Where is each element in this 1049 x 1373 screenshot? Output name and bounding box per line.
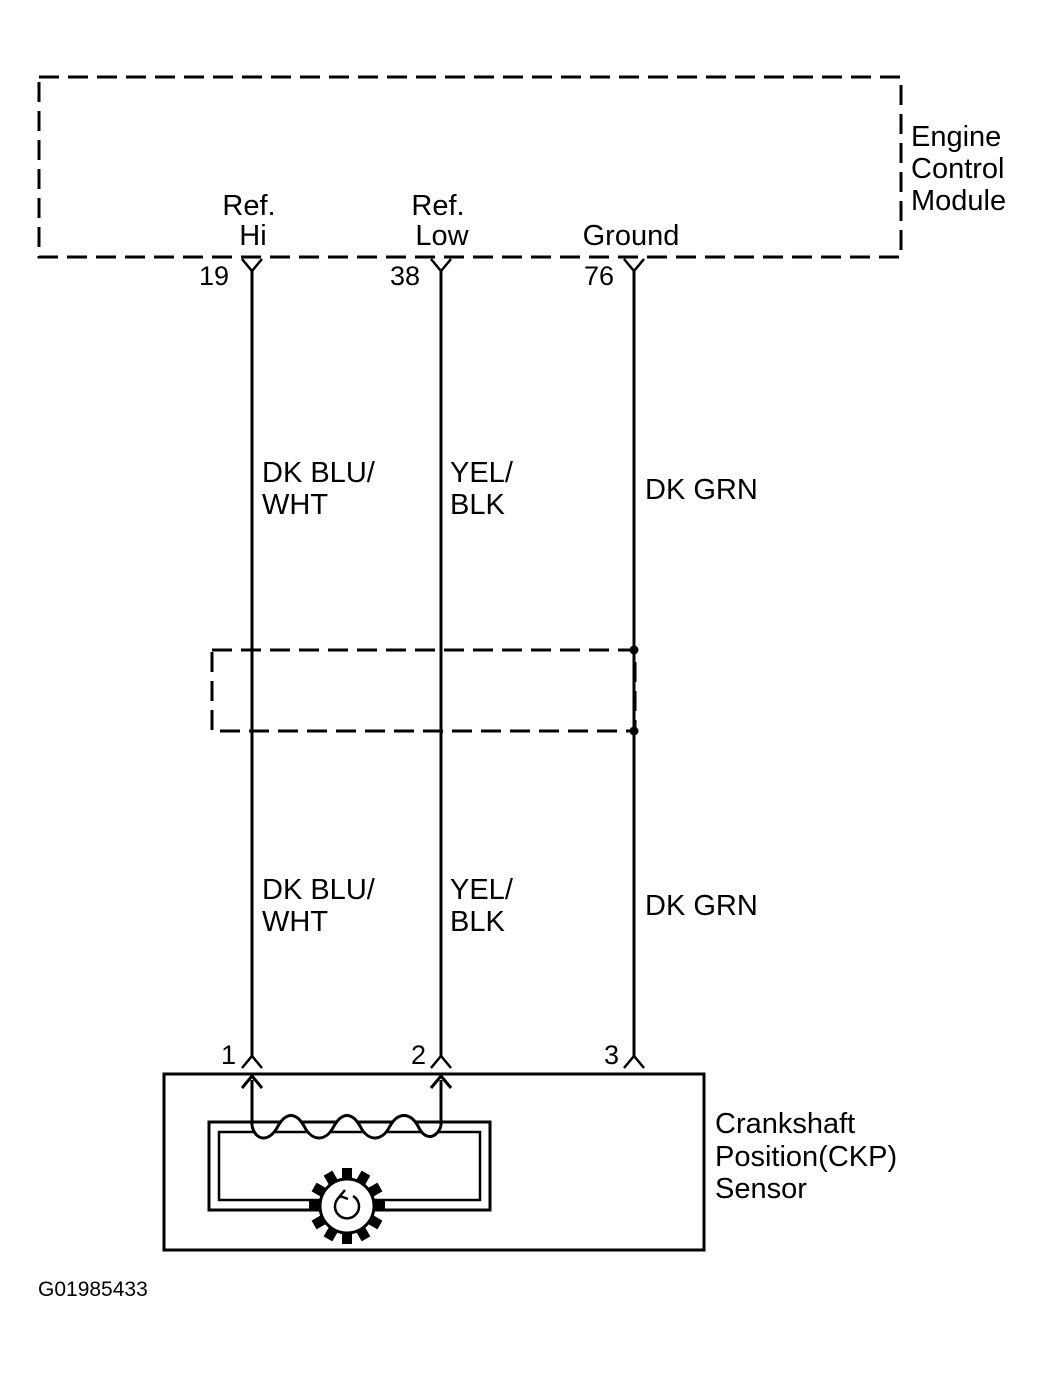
wire-lower-ground-color: DK GRN	[645, 890, 758, 922]
wire-upper-ground-color: DK GRN	[645, 474, 758, 506]
ecm-pin-76-label: Ground	[583, 220, 680, 252]
sensor-pin-1-number: 1	[221, 1040, 236, 1070]
sensor-name: Crankshaft Position(CKP) Sensor	[715, 1108, 905, 1205]
coil-winding	[250, 1114, 443, 1140]
reluctor-gear-icon	[309, 1168, 385, 1244]
ground-splice-bottom	[629, 726, 639, 736]
wire-lower-ref-low-color: YEL/ BLK	[450, 874, 521, 938]
wire-upper-ref-low-color: YEL/ BLK	[450, 457, 521, 521]
rotation-arrow-icon	[333, 1194, 361, 1220]
ecm-pin-19-label: Ref. Hi	[222, 190, 283, 252]
ecm-pin-19-number: 19	[199, 261, 229, 291]
wires	[250, 271, 636, 1058]
wire-upper-ref-hi-color: DK BLU/ WHT	[262, 457, 383, 521]
shield-box	[210, 648, 637, 733]
figure-id: G01985433	[38, 1278, 148, 1301]
wire-lower-ref-hi-color: DK BLU/ WHT	[262, 874, 383, 938]
ecm-name: Engine Control Module	[911, 121, 1013, 217]
ecm-pin-76-number: 76	[584, 261, 614, 291]
ecm-pin-38-number: 38	[390, 261, 420, 291]
sensor-box	[162, 1072, 706, 1252]
ground-splice-top	[629, 645, 639, 655]
ecm-pin-38-label: Ref. Low	[411, 190, 472, 252]
sensor-pin-2-number: 2	[411, 1040, 426, 1070]
sensor-pin-3-number: 3	[604, 1040, 619, 1070]
sensor-connector-symbols	[241, 1054, 645, 1069]
sensor-internal-leads	[240, 1073, 453, 1126]
ecm-box	[37, 75, 903, 259]
